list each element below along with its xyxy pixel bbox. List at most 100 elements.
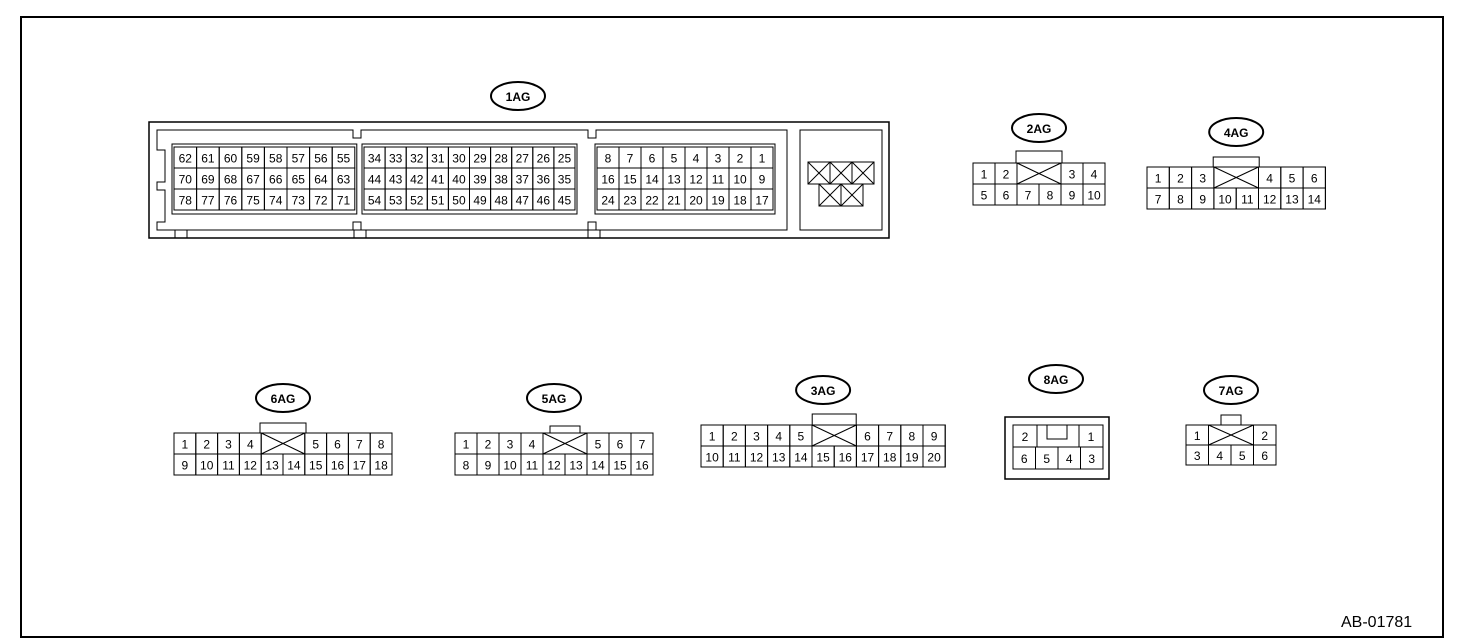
pin-number: 2 xyxy=(1261,429,1268,443)
pin-number: 7 xyxy=(886,430,893,444)
pin-number: 15 xyxy=(613,459,627,473)
pin-number: 5 xyxy=(671,152,678,166)
lock-cross-diag-b xyxy=(829,161,853,185)
pin-number: 9 xyxy=(931,430,938,444)
pin-number: 42 xyxy=(410,173,424,187)
latch-tab xyxy=(1015,150,1063,164)
pin-number: 6 xyxy=(617,438,624,452)
pin-number: 13 xyxy=(569,459,583,473)
pin-number: 35 xyxy=(558,173,572,187)
connector-label-oval xyxy=(1028,364,1084,394)
connector-label: 6AG xyxy=(271,392,296,406)
pin-number: 5 xyxy=(1239,449,1246,463)
pin-number: 1 xyxy=(981,168,988,182)
pin-number: 18 xyxy=(883,451,897,465)
pin-number: 5 xyxy=(981,189,988,203)
pin-number: 3 xyxy=(225,438,232,452)
pin-number: 1 xyxy=(759,152,766,166)
pin-number: 19 xyxy=(905,451,919,465)
pin-number: 21 xyxy=(667,194,681,208)
pin-cell xyxy=(1082,183,1106,206)
pin-number: 3 xyxy=(1088,452,1095,466)
pin-cell xyxy=(922,445,946,468)
pin-number: 16 xyxy=(601,173,615,187)
pin-number: 6 xyxy=(649,152,656,166)
pin-number: 5 xyxy=(312,438,319,452)
pin-number: 36 xyxy=(537,173,551,187)
pin-number: 10 xyxy=(1218,193,1232,207)
connector-label-oval xyxy=(490,81,546,111)
connector-label: 7AG xyxy=(1219,384,1244,398)
pin-number: 12 xyxy=(1263,193,1277,207)
pin-number: 18 xyxy=(733,194,747,208)
key-notch xyxy=(1046,425,1068,440)
pin-number: 14 xyxy=(794,451,808,465)
pin-number: 17 xyxy=(861,451,875,465)
latch-tab xyxy=(1220,414,1242,426)
pin-number: 53 xyxy=(389,194,403,208)
pin-cell xyxy=(630,453,654,476)
pin-number: 7 xyxy=(639,438,646,452)
pin-number: 3 xyxy=(507,438,514,452)
connector-label-oval xyxy=(526,383,582,413)
pin-cell xyxy=(1253,444,1277,466)
pin-number: 20 xyxy=(689,194,703,208)
pin-number: 33 xyxy=(389,152,403,166)
pin-number: 17 xyxy=(755,194,769,208)
pin-number: 71 xyxy=(337,194,351,208)
housing-tab xyxy=(174,229,188,239)
pin-number: 41 xyxy=(431,173,445,187)
housing-tab xyxy=(353,229,367,239)
pin-number: 28 xyxy=(494,152,508,166)
pin-number: 2 xyxy=(737,152,744,166)
pin-number: 2 xyxy=(1022,430,1029,444)
latch-tab xyxy=(811,413,857,426)
pin-number: 65 xyxy=(292,173,306,187)
pin-number: 13 xyxy=(265,459,279,473)
pin-number: 66 xyxy=(269,173,283,187)
pin-number: 8 xyxy=(1177,193,1184,207)
pin-number: 4 xyxy=(1266,172,1273,186)
connector-label: 2AG xyxy=(1027,122,1052,136)
pin-number: 32 xyxy=(410,152,424,166)
latch-tab xyxy=(1212,156,1260,168)
pin-number: 24 xyxy=(601,194,615,208)
pin-number: 7 xyxy=(627,152,634,166)
pin-number: 3 xyxy=(1194,449,1201,463)
pin-number: 63 xyxy=(337,173,351,187)
diagram-frame xyxy=(20,16,1444,638)
connector-label-oval xyxy=(1208,117,1265,147)
pin-number: 23 xyxy=(623,194,637,208)
lock-latch-diag-b xyxy=(1016,162,1062,185)
pin-number: 11 xyxy=(222,459,235,473)
pin-number: 29 xyxy=(473,152,487,166)
pin-number: 17 xyxy=(353,459,367,473)
lock-cross-diag-b xyxy=(840,183,864,207)
pin-number: 2 xyxy=(203,438,210,452)
pin-number: 9 xyxy=(1069,189,1076,203)
pin-number: 1 xyxy=(709,430,716,444)
pin-number: 6 xyxy=(1021,452,1028,466)
pin-number: 11 xyxy=(526,459,539,473)
pin-number: 38 xyxy=(494,173,508,187)
latch-tab xyxy=(549,425,581,434)
pin-number: 9 xyxy=(759,173,766,187)
pin-number: 2 xyxy=(1003,168,1010,182)
pin-number: 15 xyxy=(816,451,830,465)
pin-number: 48 xyxy=(494,194,508,208)
pin-number: 9 xyxy=(182,459,189,473)
pin-number: 14 xyxy=(287,459,301,473)
pin-number: 4 xyxy=(1091,168,1098,182)
pin-number: 13 xyxy=(667,173,681,187)
lock-latch-diag-b xyxy=(260,432,306,455)
pin-number: 6 xyxy=(1261,449,1268,463)
pin-number: 49 xyxy=(473,194,487,208)
connector-housing xyxy=(1004,416,1110,480)
pin-number: 3 xyxy=(1199,172,1206,186)
pin-number: 25 xyxy=(558,152,572,166)
pin-number: 6 xyxy=(864,430,871,444)
pin-block xyxy=(171,143,358,215)
pin-number: 15 xyxy=(623,173,637,187)
pin-cell xyxy=(369,453,393,476)
pin-number: 1 xyxy=(1155,172,1162,186)
